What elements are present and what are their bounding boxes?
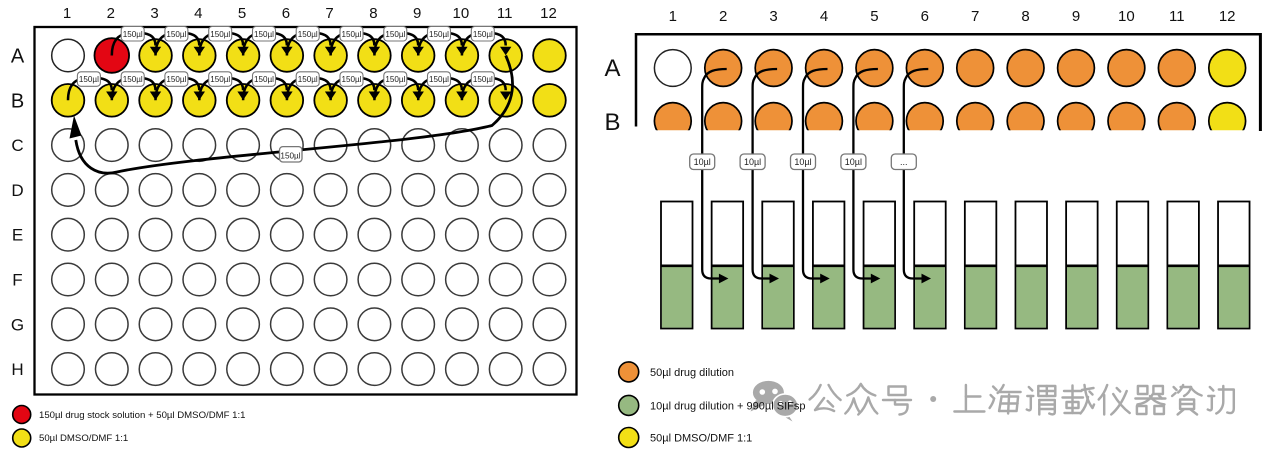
svg-text:8: 8 [1021,8,1029,25]
svg-text:12: 12 [1219,8,1236,25]
svg-text:50µl DMSO/DMF 1:1: 50µl DMSO/DMF 1:1 [650,433,752,445]
svg-text:150µl: 150µl [123,30,143,39]
svg-text:150µl: 150µl [254,75,274,84]
svg-text:10µl: 10µl [744,157,761,167]
svg-text:150µl: 150µl [385,30,405,39]
svg-text:150µl: 150µl [298,75,318,84]
svg-text:1: 1 [669,8,677,25]
svg-text:11: 11 [497,5,513,22]
svg-text:B: B [604,109,620,136]
svg-text:150µl: 150µl [298,30,318,39]
svg-text:150µl: 150µl [79,75,99,84]
svg-text:150µl: 150µl [210,75,230,84]
svg-text:150µl: 150µl [166,75,186,84]
svg-text:2: 2 [107,5,115,22]
svg-text:4: 4 [820,8,828,25]
svg-text:10µl: 10µl [845,157,862,167]
svg-text:7: 7 [971,8,979,25]
svg-text:5: 5 [870,8,878,25]
svg-text:150µl: 150µl [254,30,274,39]
svg-text:150µl: 150µl [342,75,362,84]
svg-text:4: 4 [194,5,202,22]
svg-text:10: 10 [1118,8,1135,25]
svg-text:B: B [11,90,24,112]
svg-text:8: 8 [369,5,377,22]
svg-text:2: 2 [719,8,727,25]
svg-text:10: 10 [453,5,470,22]
svg-text:7: 7 [325,5,333,22]
svg-text:150µl drug stock solution + 50: 150µl drug stock solution + 50µl DMSO/DM… [39,410,245,421]
svg-text:A: A [11,46,25,68]
svg-text:9: 9 [1072,8,1080,25]
svg-text:3: 3 [769,8,777,25]
svg-text:50µl drug dilution: 50µl drug dilution [650,367,734,379]
svg-text:11: 11 [1169,8,1185,25]
svg-text:10µl: 10µl [794,157,811,167]
svg-text:150µl: 150µl [280,151,300,160]
svg-text:50µl DMSO/DMF 1:1: 50µl DMSO/DMF 1:1 [39,433,128,444]
svg-text:3: 3 [150,5,158,22]
svg-text:G: G [11,315,24,334]
svg-text:A: A [604,55,620,82]
svg-text:E: E [12,226,23,245]
svg-text:6: 6 [282,5,290,22]
svg-text:5: 5 [238,5,246,22]
svg-text:150µl: 150µl [123,75,143,84]
svg-text:9: 9 [413,5,421,22]
svg-text:150µl: 150µl [429,75,449,84]
svg-text:1: 1 [63,5,71,22]
svg-text:12: 12 [540,5,557,22]
svg-text:H: H [11,360,23,379]
svg-text:D: D [11,181,23,200]
svg-text:150µl: 150µl [210,30,230,39]
svg-text:150µl: 150µl [166,30,186,39]
svg-text:F: F [12,271,22,290]
svg-text:10µl: 10µl [694,157,711,167]
svg-text:10µl drug dilution + 990µl SIF: 10µl drug dilution + 990µl SIFsp [650,401,805,413]
svg-text:C: C [11,136,23,155]
svg-text:150µl: 150µl [342,30,362,39]
svg-text:150µl: 150µl [385,75,405,84]
svg-text:150µl: 150µl [429,30,449,39]
svg-text:6: 6 [921,8,929,25]
svg-text:150µl: 150µl [473,30,493,39]
svg-text:...: ... [900,157,908,167]
svg-text:150µl: 150µl [473,75,493,84]
